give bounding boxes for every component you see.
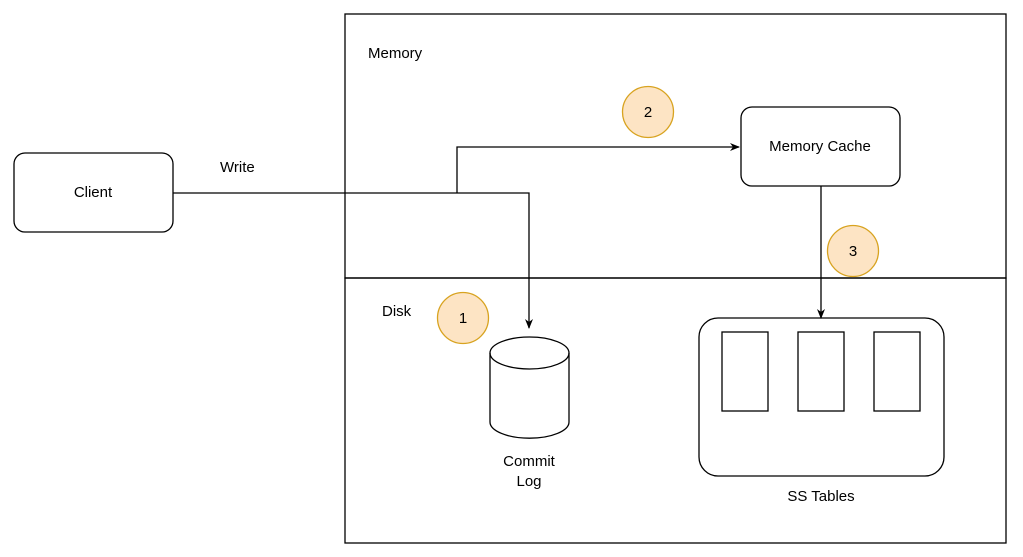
step-badge-3-label: 3: [849, 243, 857, 260]
commit-log-label-line2: Log: [516, 473, 541, 490]
ss-table-1: [721, 331, 769, 412]
commit-log-label-line1: Commit: [503, 453, 555, 470]
memory-region: [344, 13, 1007, 279]
disk-region: [344, 277, 1007, 544]
step-badge-1: 1: [436, 291, 490, 345]
commit-log-cylinder[interactable]: [489, 336, 570, 439]
write-line-to-memory-cache: [456, 143, 740, 193]
disk-label: Disk: [382, 303, 412, 320]
memory-label: Memory: [368, 45, 423, 62]
ss-table-3: [873, 331, 921, 412]
ss-tables-container[interactable]: [698, 317, 945, 477]
memory-cache-label: Memory Cache: [769, 138, 871, 155]
step-badge-2: 2: [621, 85, 675, 139]
step-badge-1-label: 1: [459, 310, 467, 327]
write-line-to-commit-log: [173, 192, 533, 329]
step-badge-2-label: 2: [644, 104, 652, 121]
ss-table-2: [797, 331, 845, 412]
ss-tables-label: SS Tables: [787, 488, 854, 505]
step-badge-3: 3: [826, 224, 880, 278]
write-label: Write: [220, 159, 255, 176]
client-label: Client: [74, 184, 113, 201]
